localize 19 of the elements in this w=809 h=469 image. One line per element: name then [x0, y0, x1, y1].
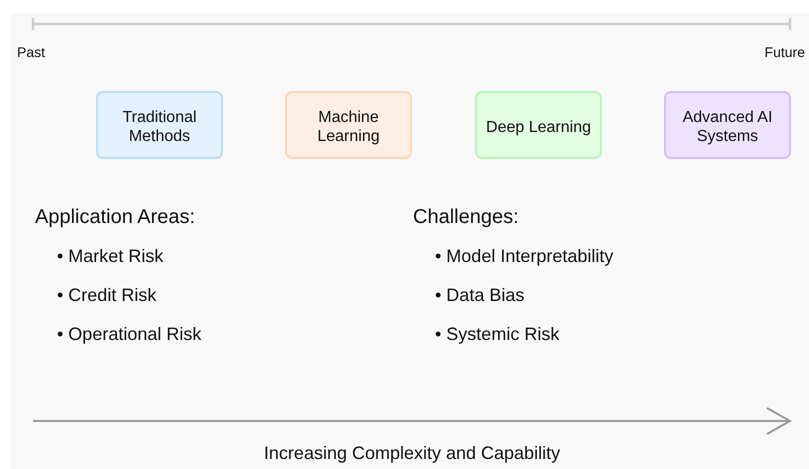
list-item: • Market Risk — [57, 246, 164, 268]
list-item: • Systemic Risk — [435, 324, 560, 346]
timeline-end-label: Future — [764, 44, 805, 61]
stage-label: Advanced AI Systems — [682, 108, 774, 146]
stage-label: Deep Learning — [486, 118, 591, 136]
stage-box — [96, 91, 223, 159]
list-item: • Data Bias — [435, 285, 524, 307]
timeline-start-label: Past — [17, 44, 46, 61]
axis-caption: Increasing Complexity and Capability — [264, 443, 560, 465]
list-item: • Operational Risk — [57, 324, 202, 346]
list-item: • Model Interpretability — [435, 246, 614, 268]
stage-box — [475, 91, 602, 159]
stage-box — [664, 91, 791, 159]
stage-box — [285, 91, 412, 159]
list-item: • Credit Risk — [57, 285, 156, 307]
stage-label: Traditional Methods — [121, 108, 198, 146]
section-heading: Challenges: — [413, 205, 519, 229]
section-heading: Application Areas: — [35, 205, 196, 229]
stage-label: Machine Learning — [316, 108, 381, 146]
